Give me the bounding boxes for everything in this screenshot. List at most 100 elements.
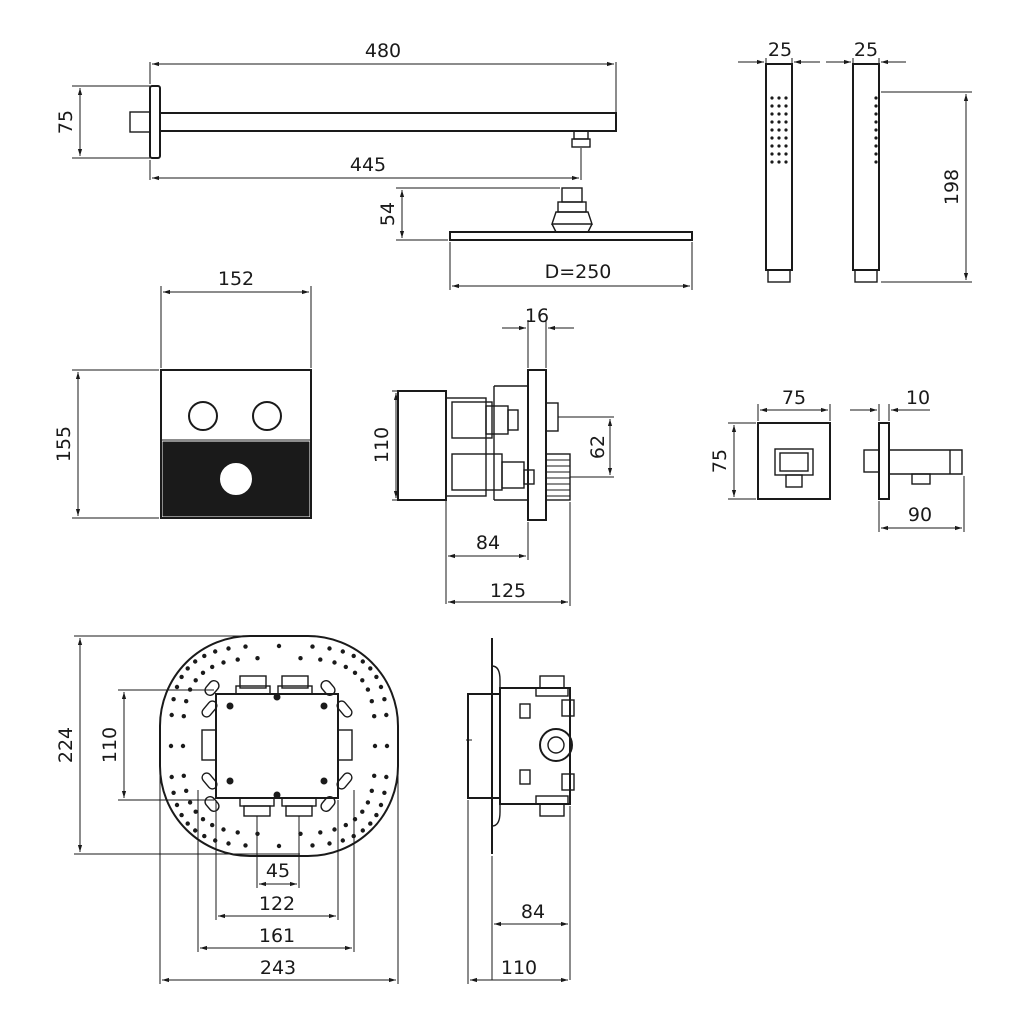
arm-outlet-nut [573, 130, 589, 140]
head-swivel-nut [557, 201, 587, 213]
box-hole [226, 841, 231, 846]
box-side-left [201, 729, 217, 761]
box-side-right [337, 729, 353, 761]
hand-shower-front: 25 [738, 39, 820, 283]
box-hole [310, 843, 315, 848]
dim-side-84: 84 [521, 901, 545, 923]
box-hole [340, 649, 345, 654]
concealed-box-side: 84 110 [466, 638, 575, 984]
hand-shower-front-connector [767, 269, 791, 283]
box-hole [384, 743, 390, 749]
elbow-plate-front [757, 422, 831, 500]
elbow-plate-side [878, 422, 890, 500]
box-hole [378, 802, 384, 808]
dim-box-243: 243 [260, 957, 296, 979]
box-hole [193, 678, 198, 683]
panel-knob [218, 461, 254, 497]
box-hole [360, 809, 365, 814]
hand-shower-side-body [852, 63, 880, 271]
hand-shower-front-nozzles [770, 96, 788, 164]
dim-valve-plate: 16 [525, 305, 549, 327]
box-hole [226, 646, 231, 651]
box-outline [159, 635, 399, 857]
valve-housing [397, 390, 447, 501]
box-hole [382, 697, 387, 702]
box-hole [372, 714, 377, 719]
box-hole [310, 644, 315, 649]
dim-arm-length: 480 [365, 40, 401, 62]
dim-valve-outlet-spacing: 62 [587, 435, 609, 459]
box-holes [168, 643, 390, 849]
box-hole [171, 790, 176, 795]
box-hole [360, 828, 365, 833]
panel-plate [160, 369, 312, 519]
dim-hand-length: 198 [941, 169, 963, 205]
box-hole [193, 809, 198, 814]
arm-wall-stub [129, 111, 151, 133]
box-lug-top-right [281, 675, 309, 689]
box-hole [169, 712, 174, 718]
box-hole [372, 743, 378, 749]
box-hole [184, 699, 189, 704]
box-hole [360, 659, 365, 664]
dim-arm-reach: 445 [350, 154, 386, 176]
box-hole [382, 790, 387, 795]
dim-elbow-width: 75 [782, 387, 806, 409]
box-hole [351, 653, 356, 659]
dim-valve-depth-125: 125 [490, 580, 526, 602]
box-hole [169, 774, 174, 780]
box-hole [185, 821, 190, 826]
box-hole [352, 670, 358, 675]
dim-box-inner-height: 110 [99, 727, 121, 763]
box-hole [221, 827, 226, 832]
dim-panel-height: 155 [53, 426, 75, 462]
dim-hand-width-front: 25 [768, 39, 792, 61]
box-hole [368, 821, 373, 826]
hand-shower-side: 25 198 [826, 39, 972, 283]
side-body [499, 687, 571, 805]
box-hole [374, 812, 379, 818]
elbow-wall-stub [863, 449, 880, 473]
box-hole [210, 822, 215, 828]
elbow-connector-side [911, 473, 931, 485]
dim-head-height: 54 [377, 202, 399, 226]
wall-elbow-front: 75 75 [709, 387, 831, 500]
box-hole [179, 674, 184, 680]
box-hole [352, 817, 358, 822]
shower-arm-view: 480 75 445 [55, 40, 617, 181]
box-hole [243, 644, 248, 649]
shower-head-view: 54 D=250 [377, 187, 693, 290]
box-hole [184, 788, 189, 793]
box-hole [200, 670, 206, 675]
box-hole [213, 649, 218, 654]
box-hole [200, 817, 206, 822]
box-hole [210, 664, 215, 670]
dim-elbow-height: 75 [709, 449, 731, 473]
box-hole [340, 838, 345, 843]
hand-shower-side-connector [854, 269, 878, 283]
valve-nut-bottom [501, 461, 525, 489]
box-hole [332, 660, 337, 665]
box-hole [179, 812, 184, 818]
box-hole [360, 678, 365, 683]
box-hole [221, 660, 226, 665]
arm-wall-flange [149, 85, 161, 159]
box-hole [369, 699, 374, 704]
head-plate [449, 231, 693, 241]
dim-box-122: 122 [259, 893, 295, 915]
box-lug-bottom-left [239, 797, 275, 807]
box-hole [384, 712, 389, 718]
box-hole [332, 827, 337, 832]
box-hole [185, 666, 190, 671]
control-panel-front: 152 155 [53, 268, 312, 519]
dim-side-110: 110 [501, 957, 537, 979]
dim-box-161: 161 [259, 925, 295, 947]
hand-shower-front-body [765, 63, 793, 271]
side-lug-top [539, 675, 565, 689]
dim-head-diameter: D=250 [545, 261, 612, 283]
valve-cartridge-top [451, 401, 493, 439]
arm-outlet [571, 138, 591, 148]
panel-button-right [252, 401, 282, 431]
panel-button-left [188, 401, 218, 431]
